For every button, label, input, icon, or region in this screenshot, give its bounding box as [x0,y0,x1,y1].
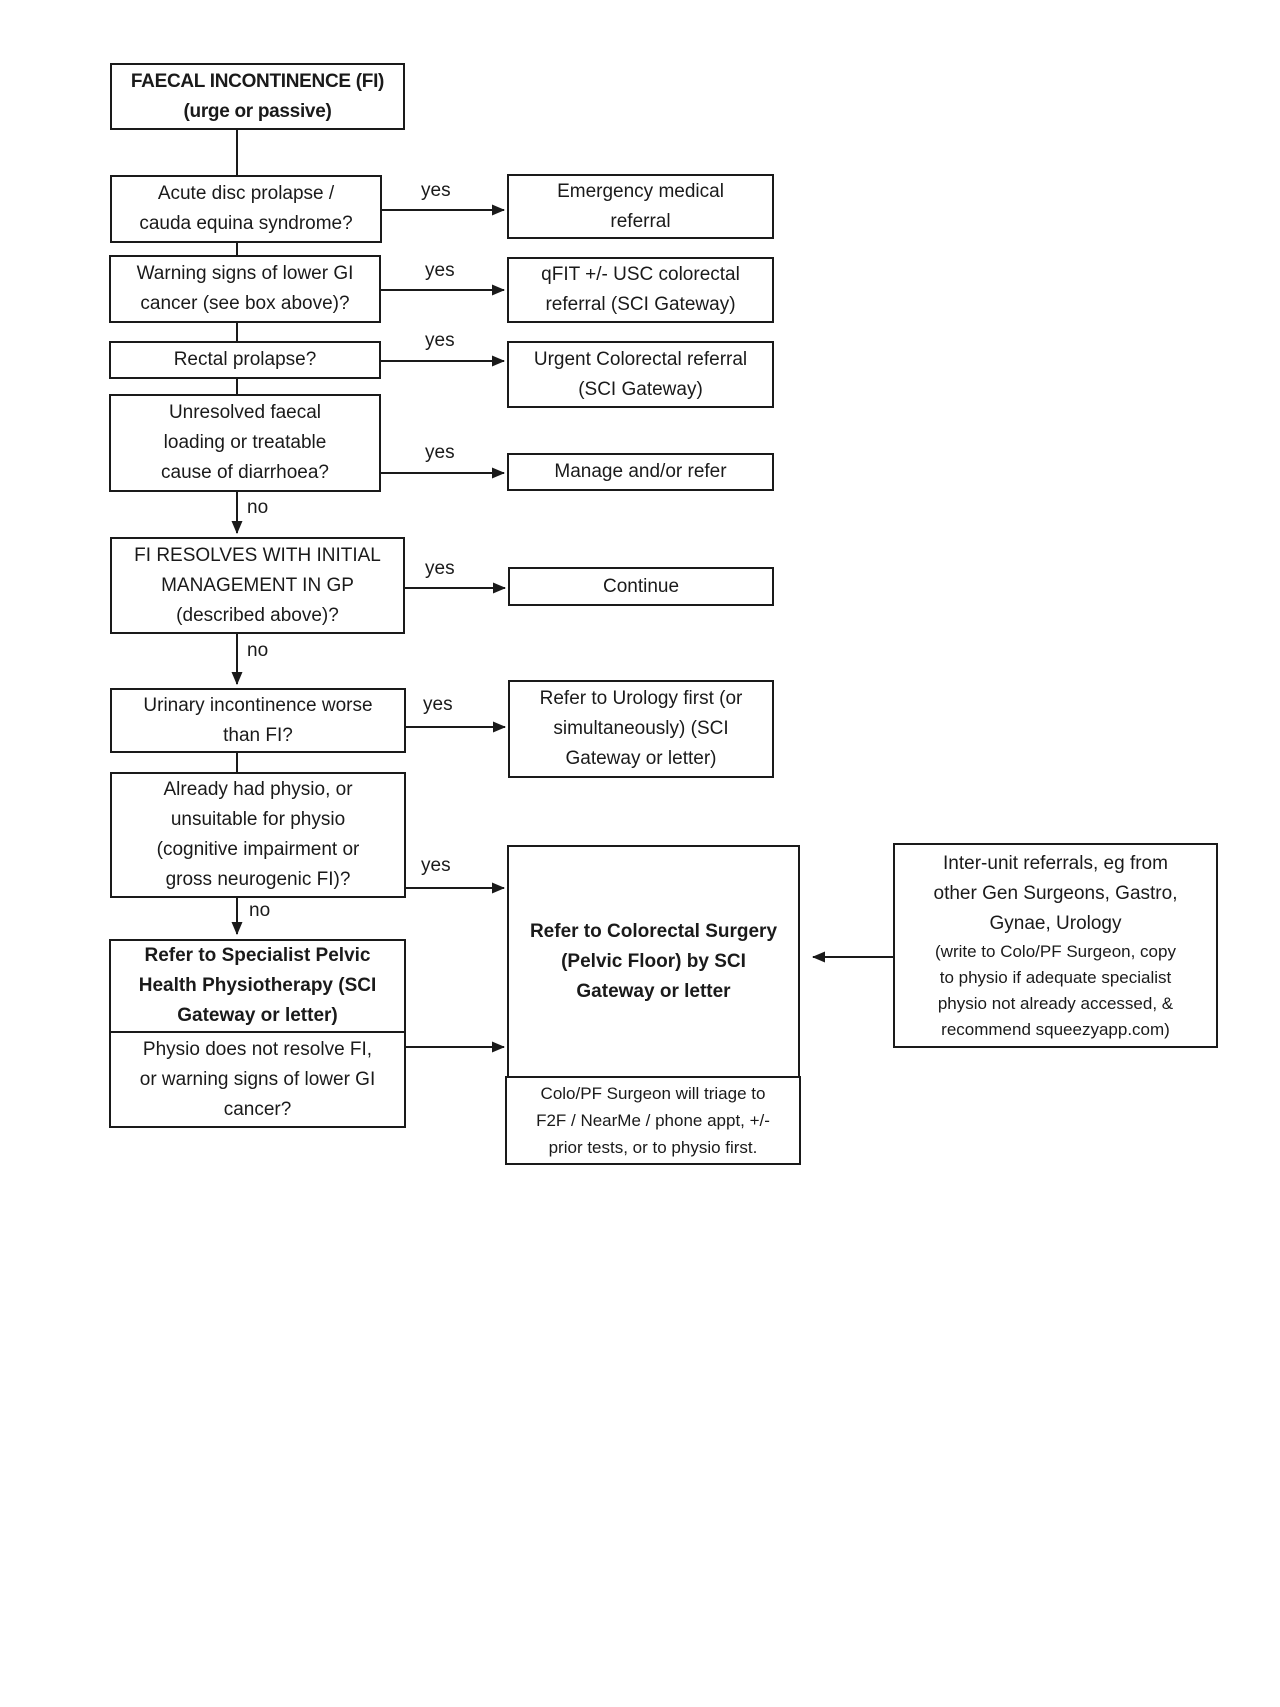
interunit-referrals-note: (write to Colo/PF Surgeon, copy to physi… [935,941,1176,1039]
node-warning-signs: Warning signs of lower GI cancer (see bo… [109,255,381,323]
node-already-physio: Already had physio, or unsuitable for ph… [110,772,406,898]
node-start: FAECAL INCONTINENCE (FI) (urge or passiv… [110,63,405,130]
edge-label-yes-faecal: yes [425,442,455,463]
node-interunit-referrals: Inter-unit referrals, eg from other Gen … [893,843,1218,1048]
node-manage-refer: Manage and/or refer [507,453,774,491]
edge-label-yes-urinary: yes [423,694,453,715]
node-fi-resolves: FI RESOLVES WITH INITIAL MANAGEMENT IN G… [110,537,405,634]
node-refer-colorectal-surgery: Refer to Colorectal Surgery (Pelvic Floo… [507,845,800,1078]
edge-label-yes-warning: yes [425,260,455,281]
node-refer-urology: Refer to Urology first (or simultaneousl… [508,680,774,778]
node-triage-note: Colo/PF Surgeon will triage to F2F / Nea… [505,1076,801,1165]
edge-label-no-fi: no [247,640,269,661]
node-specialist-pelvic-physio: Refer to Specialist Pelvic Health Physio… [109,939,406,1033]
node-qfit-usc-referral: qFIT +/- USC colorectal referral (SCI Ga… [507,257,774,323]
node-emergency-referral: Emergency medical referral [507,174,774,239]
node-continue: Continue [508,567,774,606]
interunit-referrals-title: Inter-unit referrals, eg from other Gen … [933,852,1178,934]
edge-label-yes-already: yes [421,855,451,876]
edge-label-yes-fi: yes [425,558,455,579]
node-faecal-loading: Unresolved faecal loading or treatable c… [109,394,381,492]
node-rectal-prolapse: Rectal prolapse? [109,341,381,379]
node-physio-not-resolve: Physio does not resolve FI, or warning s… [109,1031,406,1128]
edge-label-no-already: no [249,900,271,921]
node-urinary-incontinence: Urinary incontinence worse than FI? [110,688,406,753]
node-acute-disc-prolapse: Acute disc prolapse / cauda equina syndr… [110,175,382,243]
edge-label-yes-rectal: yes [425,330,455,351]
edge-label-yes-acute: yes [421,180,451,201]
node-urgent-colorectal-referral: Urgent Colorectal referral (SCI Gateway) [507,341,774,408]
edge-label-no-faecal: no [247,497,269,518]
